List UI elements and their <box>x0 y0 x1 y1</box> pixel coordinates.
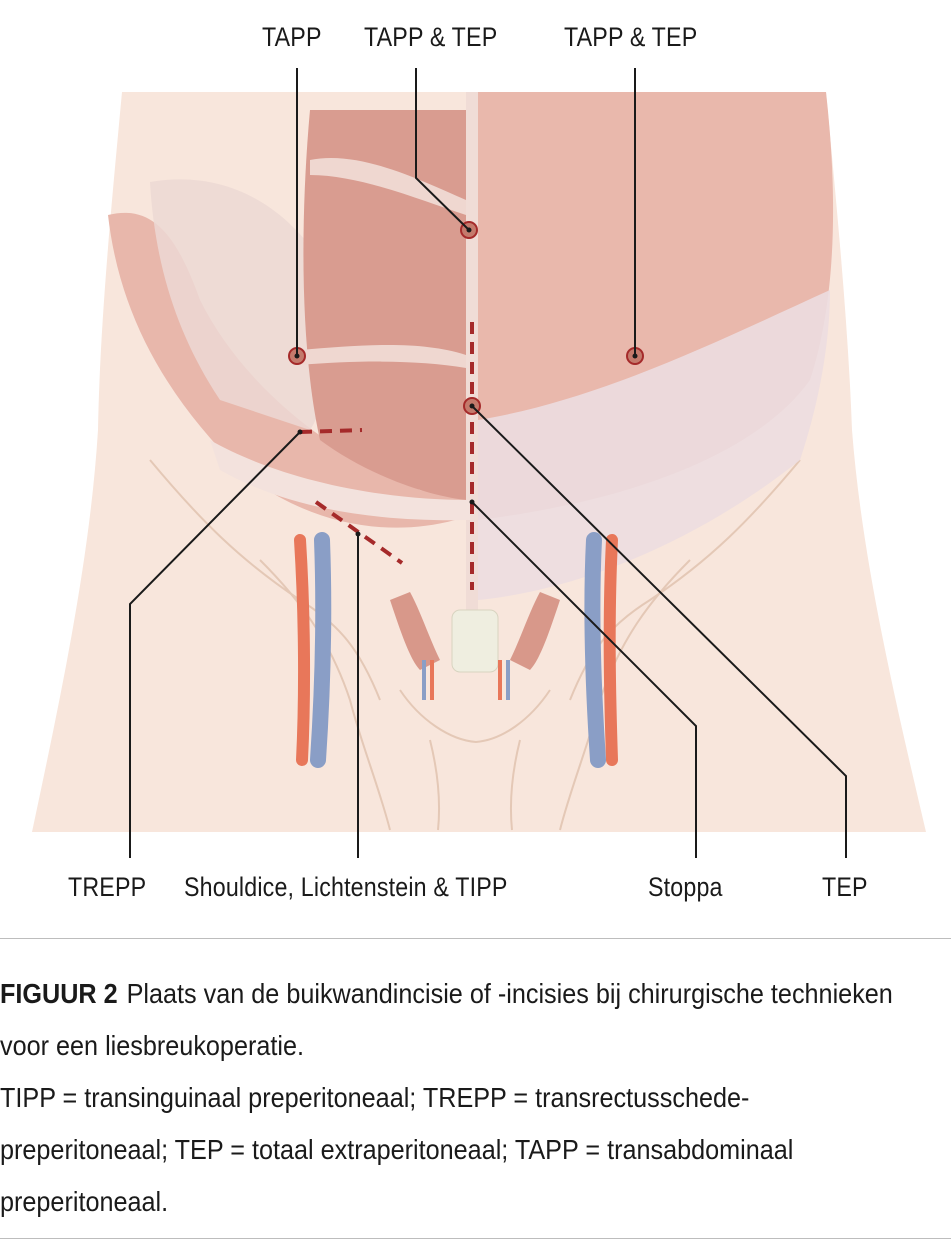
left-oblique-muscle <box>108 212 470 528</box>
spermatic-cords <box>390 592 560 673</box>
leader-trepp <box>129 431 301 858</box>
label-tapp-tep-top-right: TAPP & TEP <box>564 22 698 52</box>
label-tep: TEP <box>822 872 868 902</box>
inguinal-ligament <box>210 440 470 521</box>
leader-lines <box>129 68 847 858</box>
incision-lines <box>299 322 474 590</box>
label-shouldice-lichtenstein-tipp: Shouldice, Lichtenstein & TIPP <box>184 872 508 902</box>
bottom-divider <box>0 1238 951 1239</box>
femoral-vessels <box>294 532 618 768</box>
top-divider <box>0 938 951 939</box>
label-tapp-top-left: TAPP <box>262 22 322 52</box>
left-rectus-muscle <box>303 110 466 500</box>
label-stoppa: Stoppa <box>648 872 723 902</box>
caption-abbreviations: TIPP = transinguinaal preperitoneaal; TR… <box>0 1082 794 1217</box>
inguinal-incision <box>314 500 404 565</box>
hernia-incision-diagram <box>32 68 926 858</box>
figure-label: FIGUUR 2 <box>0 978 118 1009</box>
leader-tapp-tep-mid <box>415 68 470 231</box>
leader-tep <box>471 405 847 858</box>
label-tapp-tep-top-mid: TAPP & TEP <box>364 22 498 52</box>
label-trepp: TREPP <box>68 872 147 902</box>
trepp-incision <box>299 428 363 434</box>
leader-stoppa <box>471 501 697 858</box>
caption-text: Plaats van de buikwandincisie of -incisi… <box>0 978 893 1061</box>
